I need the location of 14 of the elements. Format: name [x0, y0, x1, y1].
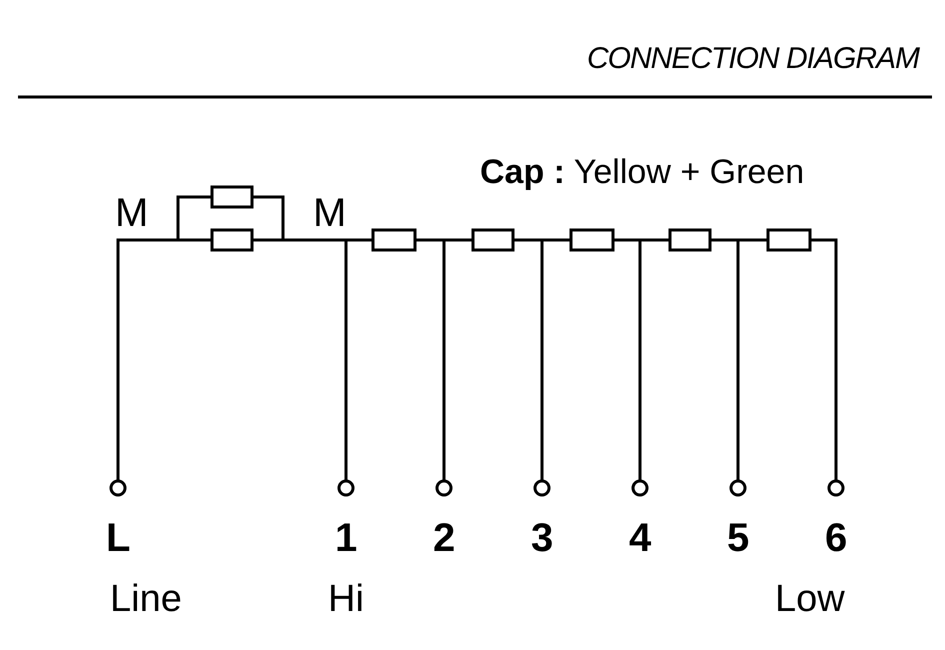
terminal-label: 5 — [727, 518, 750, 558]
terminal-label: 6 — [825, 518, 848, 558]
terminal-label: 1 — [335, 518, 358, 558]
terminal-label: L — [106, 518, 130, 558]
terminal-label: 3 — [531, 518, 554, 558]
terminal-label: 2 — [433, 518, 456, 558]
terminal-label: 4 — [629, 518, 652, 558]
terminal-name: Hi — [328, 580, 364, 618]
terminal-name: Low — [775, 580, 845, 618]
pin-label: M — [313, 193, 346, 233]
pin-label: M — [115, 193, 148, 233]
diagram-title: CONNECTION DIAGRAM — [586, 44, 919, 74]
caption-note: Cap : Yellow + Green — [480, 155, 804, 189]
terminal-name: Line — [110, 580, 182, 618]
